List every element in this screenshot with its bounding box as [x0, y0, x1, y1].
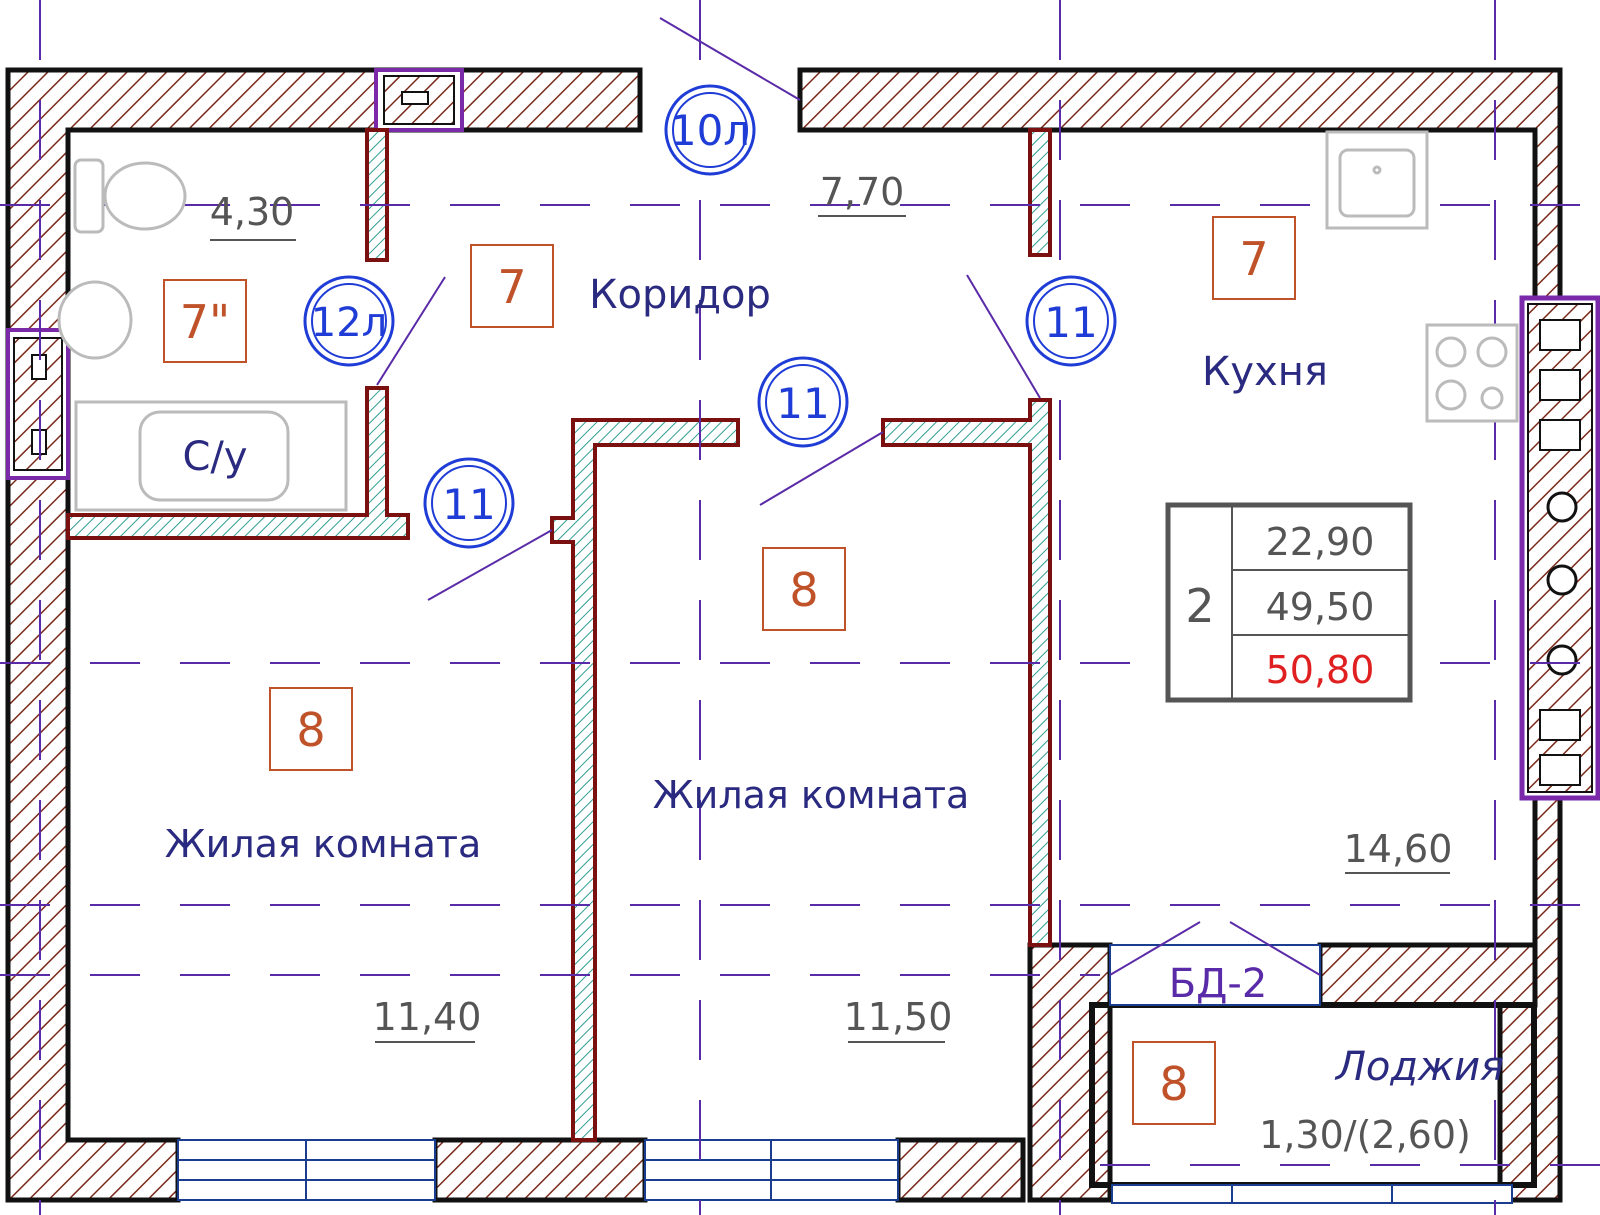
- room-name-living-right: Жилая комната: [653, 773, 970, 817]
- door-marker-living-left: 11: [423, 457, 515, 549]
- partition-right: [881, 398, 1052, 947]
- sink-icon: [57, 280, 133, 360]
- room-area-bath: 4,30: [210, 190, 296, 241]
- room-name-bath: С/у: [182, 434, 247, 480]
- svg-text:11,50: 11,50: [844, 995, 953, 1039]
- summary-total-area: 49,50: [1266, 585, 1375, 629]
- vent-shaft-right: [1519, 295, 1600, 801]
- door-marker-bath: 12л: [303, 275, 395, 367]
- door-marker-entrance: 10л: [664, 84, 756, 176]
- door-marker-living-right: 11: [757, 356, 849, 448]
- vent-duct-left: [6, 328, 70, 480]
- room-area-living-right: 11,50: [844, 995, 953, 1043]
- svg-text:7: 7: [497, 260, 526, 314]
- partition-bath-upper: [365, 128, 389, 262]
- summary-living-area: 22,90: [1266, 520, 1375, 564]
- room-area-living-left: 11,40: [373, 995, 482, 1043]
- kitchen-lower-wall: [1317, 942, 1538, 1008]
- area-summary-table: 2 22,90 49,50 50,80: [1165, 502, 1413, 703]
- exterior-wall: [5, 67, 643, 1203]
- door-code-bath: 12л: [311, 300, 387, 346]
- summary-total-with-loggia: 50,80: [1266, 648, 1375, 692]
- partition-rooms-middle: [550, 418, 740, 1142]
- room-code-kitchen: 7: [1212, 216, 1296, 300]
- door-code-living-right: 11: [776, 379, 829, 428]
- exterior-wall-bottom-mid: [432, 1137, 648, 1203]
- toilet-icon: [73, 158, 187, 234]
- door-code-living-left: 11: [442, 480, 495, 529]
- summary-rooms-count: 2: [1185, 579, 1214, 633]
- svg-text:7: 7: [1239, 232, 1268, 286]
- partition-kitchen-upper: [1028, 128, 1052, 257]
- svg-text:8: 8: [789, 563, 818, 617]
- svg-text:8: 8: [296, 703, 325, 757]
- door-marker-kitchen: 11: [1025, 275, 1117, 367]
- door-code-balcony: БД-2: [1169, 961, 1268, 1007]
- exterior-wall-bottom-right: [895, 1137, 1026, 1203]
- svg-text:7": 7": [180, 295, 230, 349]
- partitions: [66, 128, 1052, 1142]
- door-swings: [376, 17, 1321, 976]
- svg-text:11,40: 11,40: [373, 995, 482, 1039]
- svg-text:8: 8: [1159, 1057, 1188, 1111]
- svg-text:7,70: 7,70: [820, 170, 905, 214]
- window-loggia: [1111, 1184, 1513, 1204]
- bathtub-icon: [74, 400, 348, 512]
- room-code-loggia: 8: [1132, 1041, 1216, 1125]
- room-area-kitchen: 14,60: [1344, 827, 1453, 874]
- loggia-side-wall: [1027, 942, 1113, 1203]
- svg-text:4,30: 4,30: [210, 190, 295, 234]
- room-code-bath: 7": [163, 279, 247, 363]
- door-code-kitchen: 11: [1044, 298, 1097, 347]
- partition-bath-lower: [66, 386, 410, 540]
- room-name-corridor: Коридор: [589, 272, 771, 318]
- room-name-living-left: Жилая комната: [165, 822, 482, 866]
- room-code-living-right: 8: [762, 547, 846, 631]
- vent-duct-top: [374, 68, 464, 132]
- room-area-corridor: 7,70: [818, 170, 906, 217]
- door-code-entrance: 10л: [670, 106, 750, 155]
- room-area-loggia: 1,30/(2,60): [1259, 1113, 1471, 1157]
- room-name-loggia: Лоджия: [1334, 1044, 1504, 1090]
- room-code-living-left: 8: [269, 687, 353, 771]
- svg-text:14,60: 14,60: [1344, 827, 1453, 871]
- kitchen-sink-icon: [1325, 130, 1429, 230]
- room-name-kitchen: Кухня: [1202, 349, 1328, 395]
- room-code-corridor: 7: [470, 244, 554, 328]
- stove-icon: [1425, 323, 1519, 423]
